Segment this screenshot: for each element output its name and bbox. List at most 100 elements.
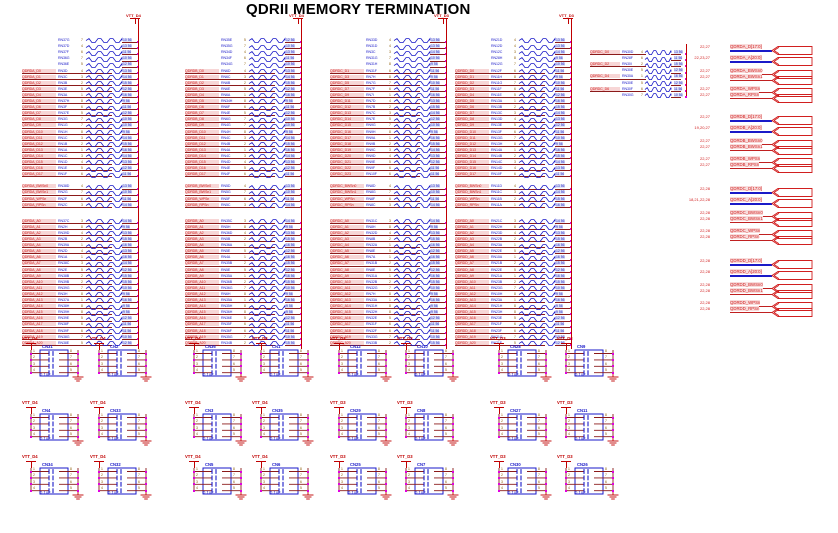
- resistor-value: 12 56: [431, 316, 440, 321]
- resistor-symbol: [393, 202, 431, 208]
- cap-pad-right: [240, 435, 242, 438]
- net-wire: [185, 133, 275, 135]
- cap-pad-left: [498, 422, 500, 425]
- cap-pad-left: [565, 476, 567, 479]
- offpage-connector[interactable]: [771, 163, 814, 173]
- aux-term-wire: [671, 96, 681, 98]
- net-label: QDRDA_A2: [22, 230, 56, 235]
- cap-pin-number-left: 3: [501, 479, 503, 484]
- offpage-connector[interactable]: [771, 56, 814, 66]
- net-wire: [185, 121, 275, 123]
- pin-number: 1: [514, 99, 516, 103]
- net-wire: [185, 338, 275, 340]
- net-label: QDRDC_D3: [330, 74, 364, 79]
- cap-pad-left: [565, 489, 567, 492]
- offpage-connector[interactable]: [771, 187, 814, 197]
- resistor-value: 16 56: [286, 92, 295, 97]
- signal-line: [730, 98, 772, 99]
- cap-pin-number-left: 4: [101, 368, 103, 373]
- page-reference: 22,28: [699, 210, 710, 215]
- cap-pad-left: [405, 483, 407, 486]
- cap-pad-left: [98, 365, 100, 368]
- pin-number: 6: [389, 328, 391, 333]
- cap-power-label: VTT_D4: [185, 400, 201, 405]
- offpage-connector[interactable]: [771, 307, 814, 317]
- bus-line: [730, 275, 772, 277]
- cap-pad-right: [77, 489, 79, 492]
- termination-wire: [285, 235, 301, 237]
- net-wire: [22, 152, 112, 153]
- pin-name: RN32B: [366, 279, 378, 284]
- termination-wire: [555, 344, 571, 346]
- pin-number: 7: [244, 117, 246, 122]
- pin-name: RN33D: [366, 38, 378, 42]
- termination-wire: [555, 283, 571, 285]
- offpage-connector[interactable]: [771, 93, 814, 103]
- resistor-symbol: [518, 104, 556, 111]
- resistor-symbol: [248, 104, 286, 111]
- pin-name: RN28H: [491, 56, 503, 61]
- termination-wire: [555, 152, 571, 153]
- cap-power-label: VTT_D3: [490, 336, 506, 341]
- net-label: QDRDA_WPSn: [22, 196, 56, 201]
- net-label: QDRDA_A0: [22, 218, 56, 223]
- termination-wire: [122, 308, 138, 310]
- resistor-symbol: [85, 334, 123, 340]
- net-wire: [455, 296, 545, 298]
- resistor-symbol: [393, 135, 431, 141]
- pin-number: 8: [389, 304, 391, 309]
- net-label: QDRDB_A19: [185, 334, 219, 339]
- offpage-connector[interactable]: [771, 198, 814, 208]
- pin-name: RN35H: [221, 304, 233, 309]
- cap-pad-left: [405, 489, 407, 492]
- net-label: QDRDD_A5: [455, 249, 489, 254]
- pin-number: 3: [81, 135, 83, 140]
- cap-power-label: VTT_D3: [557, 336, 573, 341]
- net-wire: [330, 121, 420, 123]
- resistor-value: 14 56: [431, 111, 440, 116]
- offpage-connector[interactable]: [771, 115, 814, 125]
- resistor-symbol: [518, 56, 556, 62]
- resistor-value: 16 56: [123, 255, 132, 260]
- pin-name: RN7G: [366, 80, 376, 85]
- resistor-symbol: [393, 328, 431, 334]
- net-wire: [455, 121, 545, 123]
- power-rail-bar: [438, 18, 448, 19]
- cap-pad-right: [77, 476, 79, 479]
- offpage-connector[interactable]: [771, 126, 814, 136]
- pin-name: RN6E: [221, 86, 231, 91]
- signal-line: [730, 312, 772, 313]
- cap-array-symbol: [98, 413, 152, 446]
- net-wire: [22, 338, 112, 340]
- offpage-connector[interactable]: [771, 235, 814, 245]
- offpage-connector[interactable]: [771, 145, 814, 155]
- pin-number: 4: [81, 230, 83, 235]
- cap-value: 0.1uF: [575, 436, 586, 441]
- cap-power-label: VTT_D3: [490, 454, 506, 459]
- termination-wire: [122, 253, 138, 255]
- cap-power-bar: [94, 407, 104, 408]
- resistor-value: 12 56: [286, 316, 295, 321]
- resistor-value: 14 56: [123, 202, 132, 207]
- resistor-symbol: [85, 171, 123, 178]
- offpage-connector[interactable]: [771, 270, 814, 280]
- cap-pin-number-right: 7: [445, 355, 447, 360]
- resistor-symbol: [248, 267, 286, 273]
- offpage-connector[interactable]: [771, 289, 814, 299]
- offpage-connector[interactable]: [771, 75, 814, 85]
- offpage-connector[interactable]: [771, 259, 814, 269]
- net-label: QDRDD_D13: [455, 147, 489, 152]
- net-label: QDRDB_D17: [185, 172, 219, 177]
- cap-pad-right: [385, 435, 387, 438]
- offpage-connector[interactable]: [771, 217, 814, 227]
- pin-name: RN22E: [491, 249, 503, 254]
- net-wire: [455, 72, 545, 74]
- termination-wire: [430, 66, 446, 68]
- offpage-connector[interactable]: [771, 45, 814, 55]
- net-label: QDRDB_A7: [185, 261, 219, 266]
- cap-power-stem: [261, 461, 262, 468]
- resistor-symbol: [393, 104, 431, 111]
- resistor-symbol: [248, 261, 286, 267]
- cap-power-bar: [26, 343, 36, 344]
